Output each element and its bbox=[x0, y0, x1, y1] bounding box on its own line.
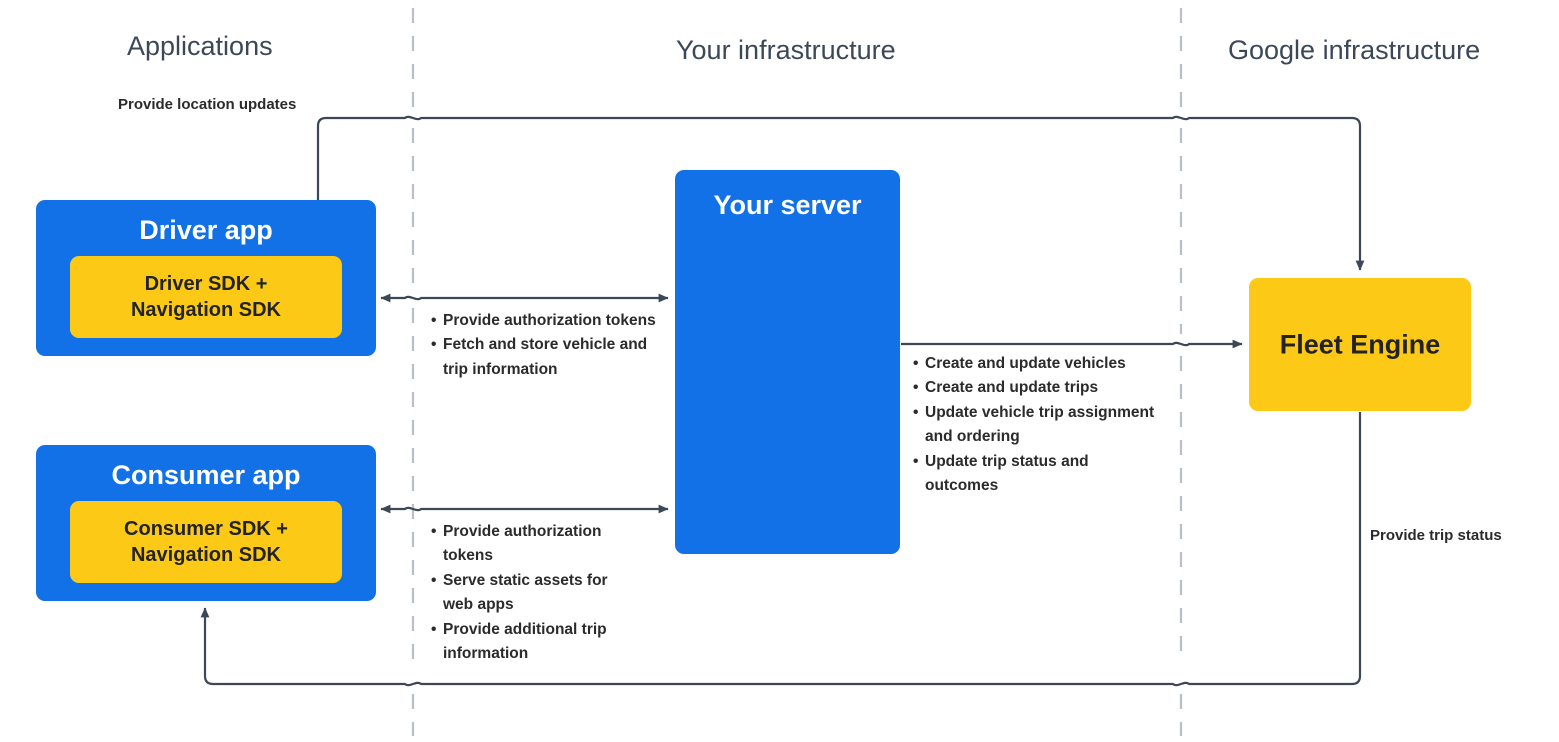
node-fleet-engine-title: Fleet Engine bbox=[1279, 329, 1441, 359]
bullet-item: Provide authorization tokens bbox=[431, 520, 616, 569]
edge-label-provide-location-updates: Provide location updates bbox=[118, 96, 297, 113]
node-driver-app-title: Driver app bbox=[139, 215, 273, 245]
bullet-list-driver-to-server: Provide authorization tokensFetch and st… bbox=[431, 309, 656, 382]
bullet-list-server-to-fleet-engine: Create and update vehiclesCreate and upd… bbox=[913, 352, 1163, 499]
node-driver-sdk[interactable]: Driver SDK +Navigation SDK bbox=[70, 256, 342, 338]
node-consumer-sdk[interactable]: Consumer SDK +Navigation SDK bbox=[70, 501, 342, 583]
bullet-item: Provide authorization tokens bbox=[431, 309, 656, 334]
bullet-item: Update vehicle trip assignment and order… bbox=[913, 401, 1163, 450]
zone-header-applications: Applications bbox=[127, 31, 273, 61]
connector-driver-server bbox=[380, 293, 669, 303]
node-your-server[interactable]: Your server bbox=[675, 170, 900, 554]
bullet-item: Create and update trips bbox=[913, 376, 1163, 401]
bullet-item: Serve static assets for web apps bbox=[431, 569, 616, 618]
bullet-item: Fetch and store vehicle and trip informa… bbox=[431, 333, 656, 382]
bullet-item: Update trip status and outcomes bbox=[913, 450, 1163, 499]
node-consumer-app[interactable]: Consumer app Consumer SDK +Navigation SD… bbox=[36, 445, 376, 601]
zone-header-your-infrastructure: Your infrastructure bbox=[676, 35, 896, 65]
connector-consumer-server bbox=[380, 504, 669, 514]
edge-label-provide-trip-status: Provide trip status bbox=[1370, 527, 1502, 544]
zone-header-google-infrastructure: Google infrastructure bbox=[1228, 35, 1481, 65]
bullet-list-consumer-to-server: Provide authorization tokensServe static… bbox=[431, 520, 616, 667]
connector-server-to-fleet-engine bbox=[901, 339, 1243, 349]
node-driver-app[interactable]: Driver app Driver SDK +Navigation SDK bbox=[36, 200, 376, 356]
node-fleet-engine[interactable]: Fleet Engine bbox=[1249, 278, 1471, 411]
bullet-item: Create and update vehicles bbox=[913, 352, 1163, 377]
bullet-item: Provide additional trip information bbox=[431, 618, 616, 667]
node-consumer-app-title: Consumer app bbox=[111, 460, 301, 490]
node-your-server-title: Your server bbox=[713, 190, 862, 220]
